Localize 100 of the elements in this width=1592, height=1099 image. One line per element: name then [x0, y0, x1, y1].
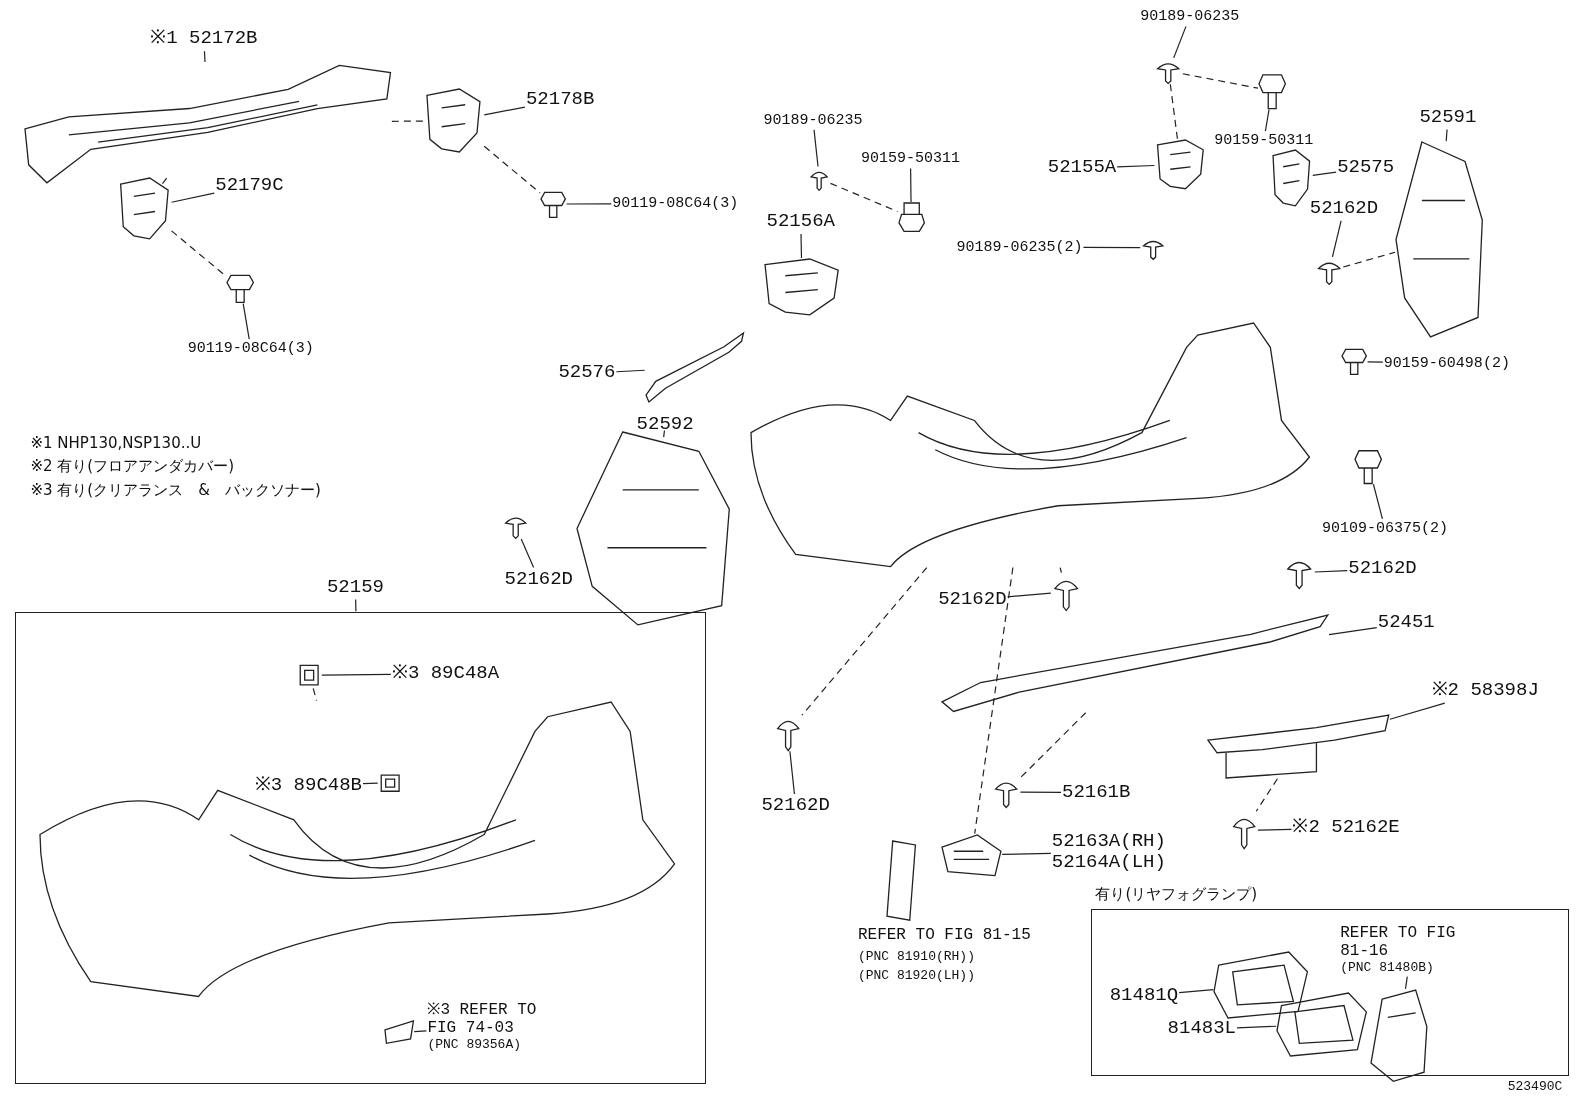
leader-line: [483, 106, 526, 116]
reference-note: (PNC 81920(LH)): [857, 968, 975, 984]
bumper-drawing: [751, 322, 1310, 567]
assembly-line: [974, 566, 1014, 835]
part-number: 52155A: [1047, 157, 1117, 180]
part-number: 52179C: [215, 174, 284, 197]
bracket-drawing: [1155, 140, 1207, 189]
part-number: 52451: [1377, 612, 1435, 635]
leader-line: [1006, 592, 1052, 598]
part-number: ※3 89C48A: [391, 662, 500, 685]
assembly-line: [391, 120, 424, 122]
leader-line: [1314, 570, 1348, 573]
reference-note: REFER TO FIG 81-16: [1340, 923, 1457, 961]
assembly-line: [161, 176, 169, 185]
part-number: 90159-50311: [1214, 132, 1314, 150]
section-heading: 有り(リヤフォグランプ): [1095, 885, 1258, 905]
assembly-line: [829, 182, 899, 213]
part-number: 52576: [558, 362, 616, 385]
part-number: 52162D: [504, 568, 573, 591]
leader-line: [910, 167, 912, 203]
leader-line: [1445, 128, 1448, 142]
part-number: 90159-60498(2): [1383, 355, 1510, 373]
leader-line: [1019, 791, 1062, 793]
nut-drawing: [898, 203, 924, 232]
reference-note: REFER TO FIG 81-15: [857, 925, 1031, 945]
bracket-drawing: [424, 89, 484, 153]
reference-note: (PNC 89356A): [427, 1037, 522, 1053]
assembly-line: [801, 566, 928, 716]
leader-line: [663, 429, 666, 438]
part-number: 90159-50311: [860, 150, 960, 168]
assembly-line: [1169, 83, 1179, 140]
assembly-line: [483, 145, 541, 194]
part-number: 52591: [1419, 106, 1477, 129]
part-number: ※2 52162E: [1292, 817, 1400, 840]
part-number: 81481Q: [1109, 984, 1179, 1007]
leader-line: [520, 538, 535, 569]
leader-line: [1001, 852, 1052, 855]
reference-note: ※3 REFER TO FIG 74-03: [427, 1001, 538, 1038]
assembly-line: [312, 687, 318, 702]
leader-line: [321, 673, 392, 676]
part-number: 52162D: [1309, 198, 1379, 220]
bezel-drawing: [1277, 992, 1367, 1056]
leader-line: [813, 129, 819, 168]
leader-line: [1372, 483, 1383, 520]
footnote: ※3 有り(クリアランス & バックソナー): [30, 482, 321, 500]
leader-line: [1116, 164, 1155, 168]
leader-line: [615, 369, 646, 373]
leader-line: [242, 302, 250, 340]
assembly-line: [1255, 778, 1279, 812]
bumper-bracket-drawing: [576, 431, 729, 625]
part-number: 52575: [1337, 157, 1395, 180]
cap-drawing: [384, 1021, 414, 1044]
part-number: 52162D: [1348, 558, 1417, 581]
bolt-drawing: [227, 274, 254, 303]
footnote: ※2 有り(フロアアンダカバー): [30, 457, 235, 476]
assembly-line: [1059, 566, 1062, 574]
sensor-drawing: [298, 662, 321, 688]
leader-line: [1257, 828, 1293, 831]
part-number: 90119-08C64(3): [612, 194, 739, 213]
part-number: 52164A(LH): [1051, 852, 1166, 875]
leader-line: [1173, 25, 1187, 59]
footnote: ※1 NHP130,NSP130..U: [30, 434, 202, 452]
part-number: ※3 89C48B: [254, 774, 362, 797]
part-number: 52178B: [525, 89, 595, 112]
leader-line: [565, 203, 612, 205]
leader-line: [413, 1030, 427, 1033]
bumper-bracket-drawing: [1396, 142, 1483, 338]
bezel-drawing: [1214, 952, 1308, 1019]
under-cover-drawing: [1208, 714, 1389, 778]
part-number: ※2 58398J: [1431, 680, 1539, 703]
assembly-line: [1019, 712, 1087, 779]
part-number: 90189-06235(2): [956, 238, 1083, 256]
leader-line: [355, 598, 357, 612]
sensor-drawing: [378, 772, 401, 793]
bolt-drawing: [1258, 73, 1286, 109]
part-number: 90189-06235: [763, 111, 863, 129]
bolt-drawing: [541, 190, 566, 218]
bolt-drawing: [1355, 448, 1382, 484]
assembly-line: [1182, 73, 1259, 89]
part-number: ※1 52172B: [150, 28, 258, 51]
leader-line: [170, 192, 215, 203]
leader-line: [362, 782, 379, 785]
part-number: 52162D: [761, 795, 830, 817]
part-number: 90189-06235: [1140, 8, 1240, 26]
leader-line: [1331, 220, 1342, 258]
assembly-line: [1342, 251, 1396, 268]
leader-line: [1404, 976, 1408, 990]
bracket-drawing: [1271, 150, 1312, 207]
part-number: 52161B: [1062, 781, 1131, 804]
bumper-drawing: [39, 701, 675, 996]
bolt-drawing: [1342, 348, 1367, 375]
bracket-drawing: [117, 177, 171, 239]
leader-line: [800, 233, 803, 259]
leader-line: [1312, 171, 1337, 176]
leader-line: [1264, 109, 1270, 132]
leader-line: [1236, 1025, 1277, 1029]
lamp-drawing: [1370, 989, 1427, 1082]
inset-frame: [15, 612, 706, 1085]
figure-code: 523490C: [1507, 1080, 1563, 1096]
part-number: 81483L: [1167, 1018, 1236, 1041]
